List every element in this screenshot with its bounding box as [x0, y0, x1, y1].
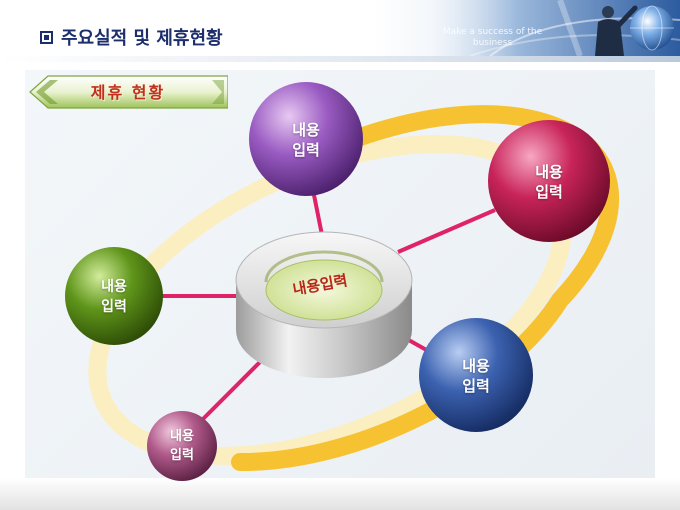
- page-title: 주요실적 및 제휴현황: [61, 28, 223, 49]
- connector-bottom-left: [198, 350, 272, 424]
- node-left: [65, 247, 163, 345]
- node-left-line1: 내용: [101, 279, 127, 295]
- section-tag: 제휴 현황: [28, 74, 229, 110]
- footer-bar: [0, 478, 680, 510]
- node-right-label: 내용 입력: [509, 162, 589, 202]
- node-bottom-right-line1: 내용: [462, 357, 490, 375]
- banner-slogan: Make a success of the business: [442, 27, 543, 48]
- connector-lines: [160, 194, 496, 424]
- node-right-line1: 내용: [535, 163, 563, 181]
- node-right: [488, 120, 610, 242]
- node-right-line2: 입력: [535, 183, 563, 201]
- node-bottom-left: [147, 411, 217, 481]
- node-left-line2: 입력: [101, 299, 127, 315]
- node-left-label: 내용 입력: [74, 277, 154, 317]
- bullet-square-icon: [40, 30, 53, 44]
- node-bottom-left-line2: 입력: [170, 448, 194, 463]
- node-bottom-right-label: 내용 입력: [436, 356, 516, 396]
- node-top-label: 내용 입력: [266, 120, 346, 160]
- node-top-line1: 내용: [292, 121, 320, 139]
- node-top: [249, 82, 363, 196]
- node-top-line2: 입력: [292, 141, 320, 159]
- globe-icon: [630, 5, 674, 51]
- node-bottom-left-line1: 내용: [170, 429, 194, 444]
- node-bottom-left-label: 내용 입력: [152, 427, 212, 465]
- connector-right: [397, 208, 496, 254]
- section-label: 제휴 현황: [90, 83, 166, 102]
- page-title-row: 주요실적 및 제휴현황: [40, 24, 223, 50]
- connector-top: [312, 194, 324, 236]
- node-bottom-right: [419, 318, 533, 432]
- banner-image: Make a success of the business: [430, 0, 680, 56]
- header-divider: [0, 56, 680, 62]
- business-person-icon: [595, 5, 638, 56]
- node-bottom-right-line2: 입력: [462, 377, 490, 395]
- center-cylinder: [235, 231, 413, 378]
